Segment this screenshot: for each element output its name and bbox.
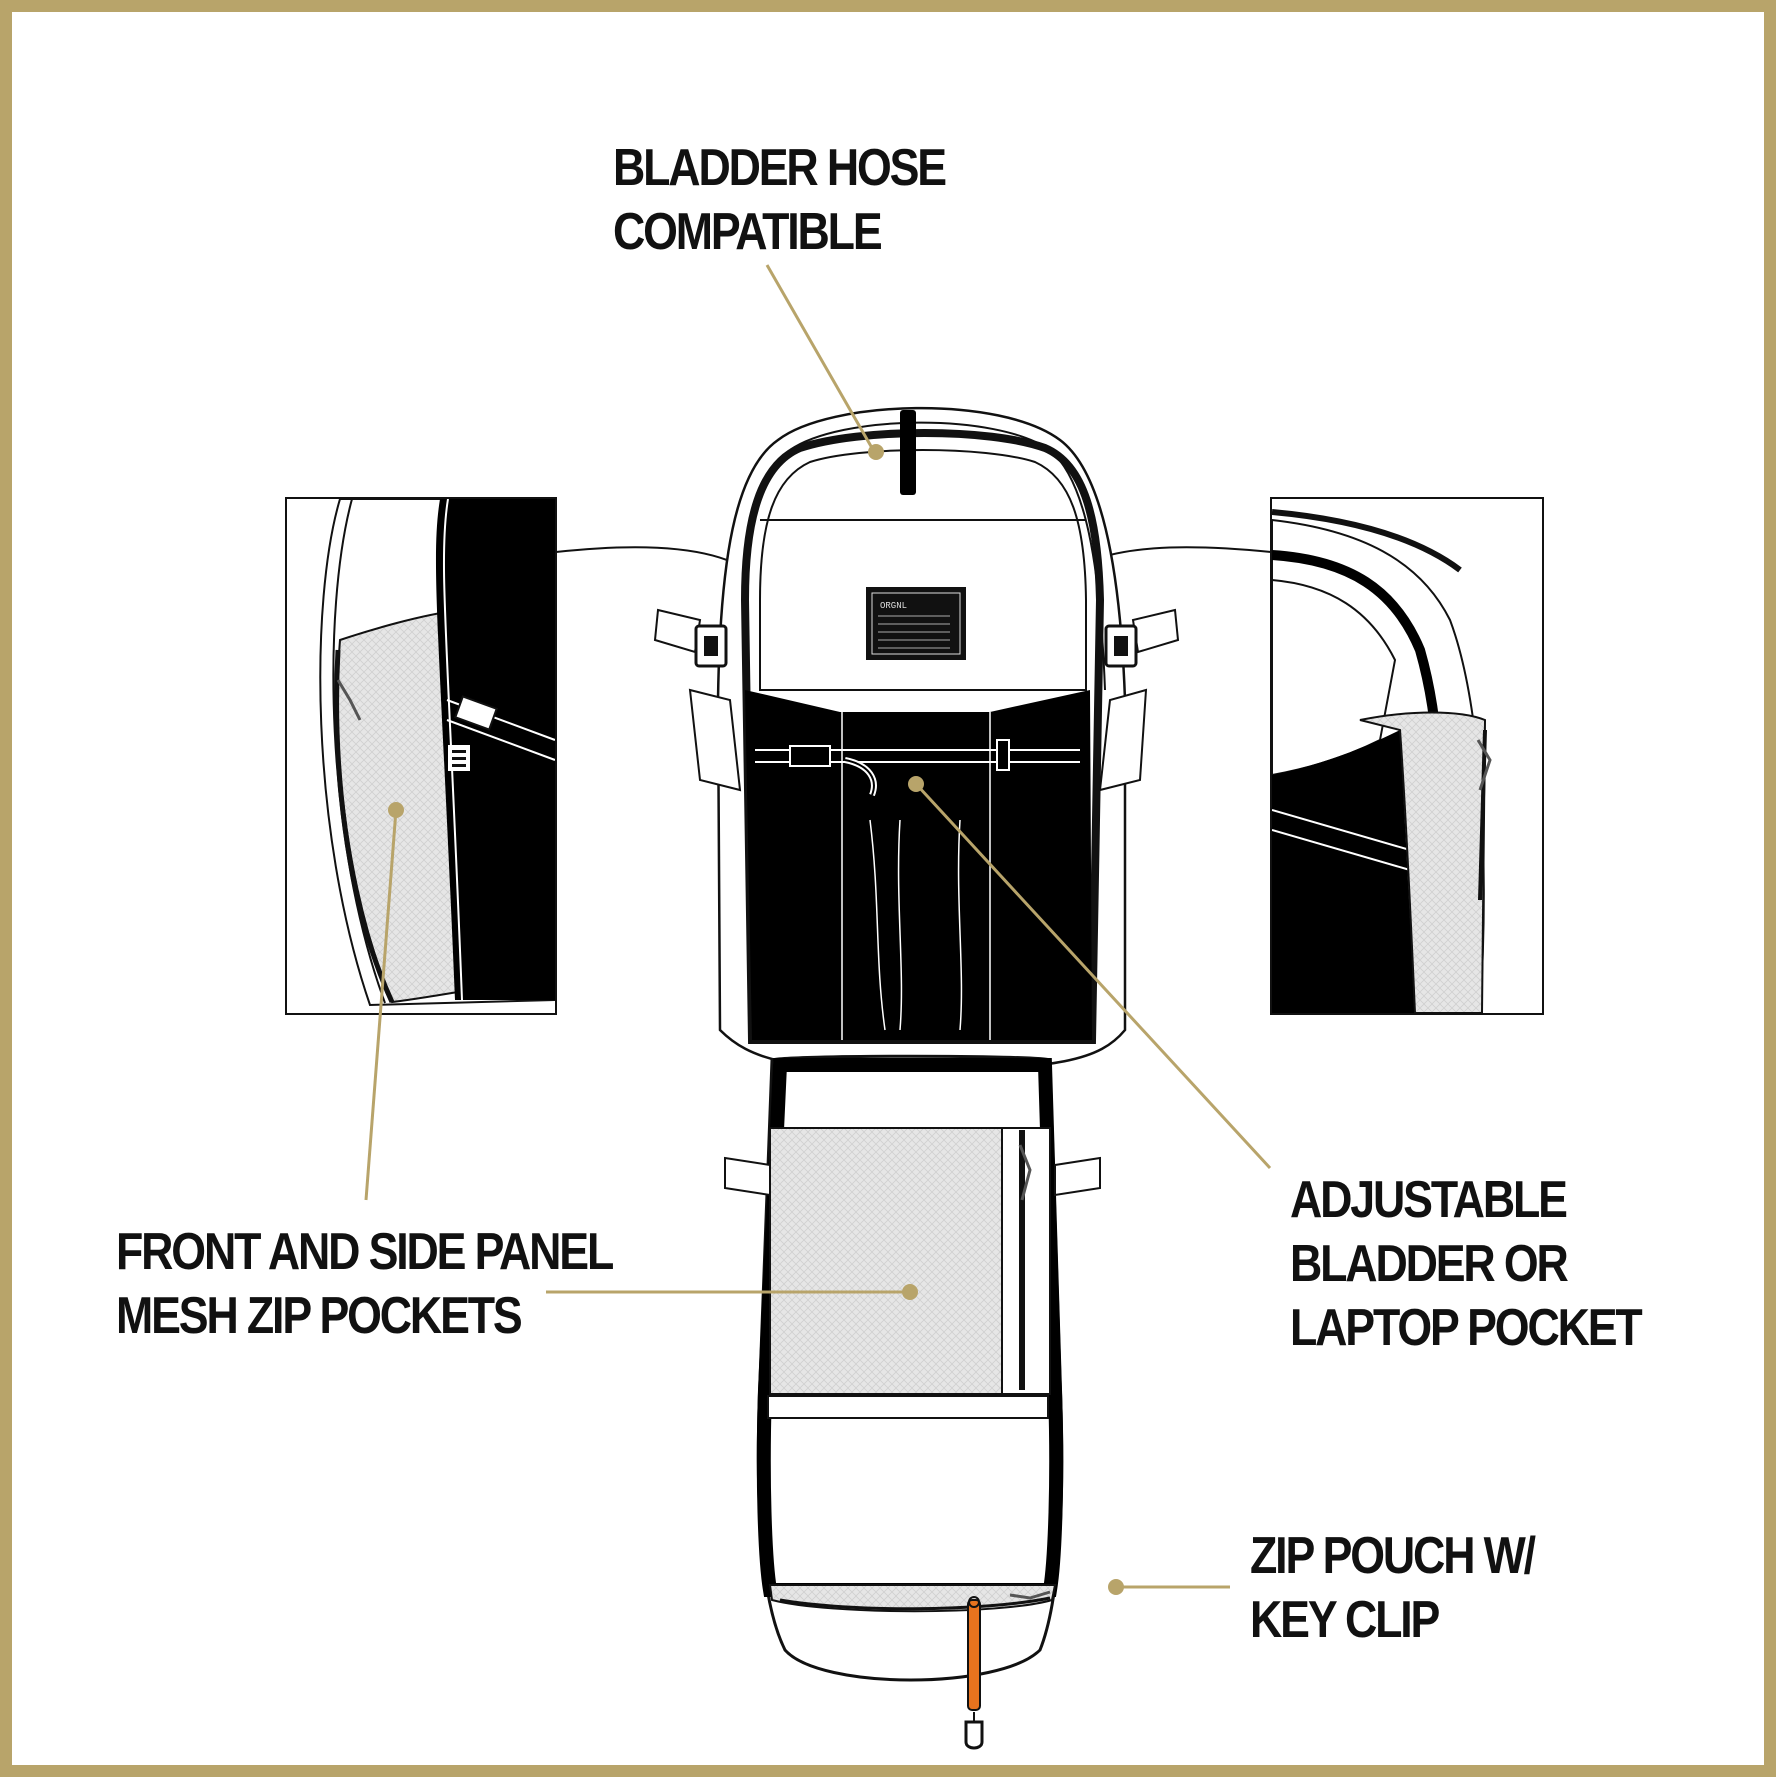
leader-adjustable (915, 783, 1272, 1170)
leader-bladder-hose (765, 264, 874, 449)
leader-lines (364, 264, 1272, 1589)
brand-patch: ORGNL (866, 587, 966, 660)
backpack-open-view: ORGNL (653, 406, 1180, 1750)
label-line: BLADDER HOSE (613, 139, 947, 197)
key-clip-icon (964, 1596, 984, 1750)
label-adjustable-pocket: ADJUSTABLE BLADDER OR LAPTOP POCKET (1290, 1168, 1643, 1360)
label-line: ADJUSTABLE (1290, 1171, 1568, 1229)
label-bladder-hose: BLADDER HOSE COMPATIBLE (613, 136, 947, 264)
label-mesh-pockets: FRONT AND SIDE PANEL MESH ZIP POCKETS (116, 1220, 614, 1348)
label-line: BLADDER OR (1290, 1235, 1569, 1293)
side-detail-left (285, 497, 557, 1015)
label-line: KEY CLIP (1250, 1591, 1440, 1649)
leader-side-mesh (364, 809, 398, 1201)
label-line: ZIP POUCH W/ (1250, 1527, 1536, 1585)
leader-dots (388, 444, 1124, 1595)
label-zip-pouch: ZIP POUCH W/ KEY CLIP (1250, 1524, 1536, 1652)
label-line: MESH ZIP POCKETS (116, 1287, 523, 1345)
right-compression-strap (1098, 608, 1180, 792)
side-detail-right (1270, 497, 1544, 1015)
label-line: LAPTOP POCKET (1290, 1299, 1643, 1357)
label-line: COMPATIBLE (613, 203, 883, 261)
brand-logo: ORGNL (880, 601, 907, 611)
label-line: FRONT AND SIDE PANEL (116, 1223, 614, 1281)
left-compression-strap (653, 608, 742, 792)
